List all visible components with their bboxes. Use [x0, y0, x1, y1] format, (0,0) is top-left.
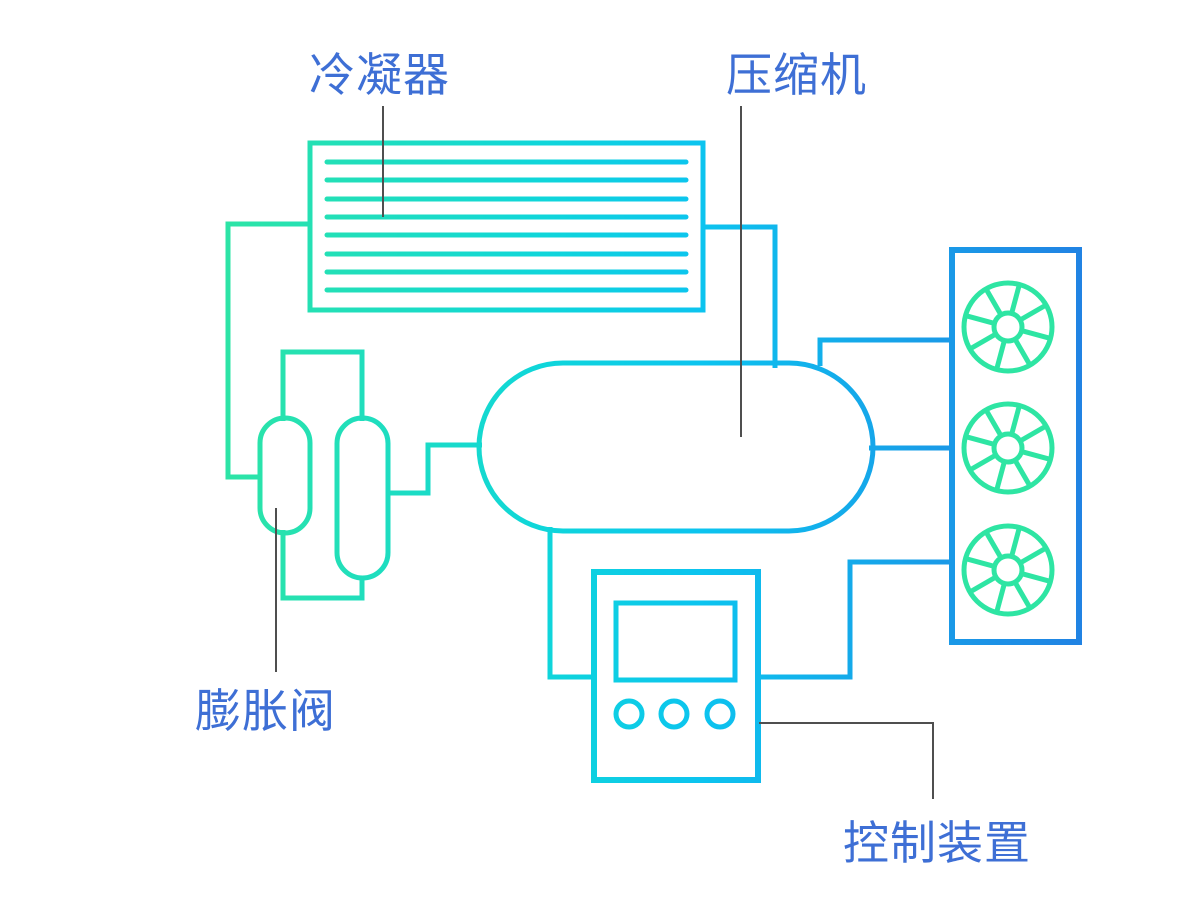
control-unit-button [704, 698, 736, 730]
fan-icon [964, 526, 1052, 614]
pipe-condenser-to-expansion-valve [225, 221, 310, 480]
control-unit-button [613, 698, 645, 730]
fan-unit-body [949, 247, 1082, 645]
control-unit-button [658, 698, 690, 730]
condenser-label: 冷凝器 [309, 49, 450, 101]
pipe-expansion-valve-top-loop [280, 349, 365, 421]
control-unit-body [591, 569, 761, 783]
condenser-shell [307, 140, 706, 313]
control-unit [591, 569, 761, 783]
control-unit-label: 控制装置 [843, 817, 1031, 869]
pipe-condenser-to-compressor [701, 224, 778, 368]
pipe-compressor-to-fan-unit-top [817, 337, 950, 366]
expansion-valve-right-capsule [334, 415, 391, 581]
condenser-coil [307, 140, 706, 313]
fan-unit [949, 247, 1082, 645]
condenser-tube-lines [324, 159, 689, 293]
expansion-valve [257, 415, 391, 581]
pipe-expansion-valve-to-compressor [388, 442, 482, 496]
control-unit-screen [613, 600, 738, 683]
expansion-valve-label: 膨胀阀 [195, 685, 336, 737]
fan-icon [964, 404, 1052, 492]
pipe-compressor-to-control-unit [547, 527, 594, 680]
pipe-control-unit-to-fan-unit [759, 559, 950, 680]
compressor-label: 压缩机 [726, 49, 867, 101]
expansion-valve-left-capsule [257, 415, 313, 536]
pipe-expansion-valve-bottom-loop [280, 530, 365, 601]
fan-icon [964, 283, 1052, 371]
compressor-vessel [476, 360, 876, 534]
leader-line-control-unit [759, 722, 934, 799]
